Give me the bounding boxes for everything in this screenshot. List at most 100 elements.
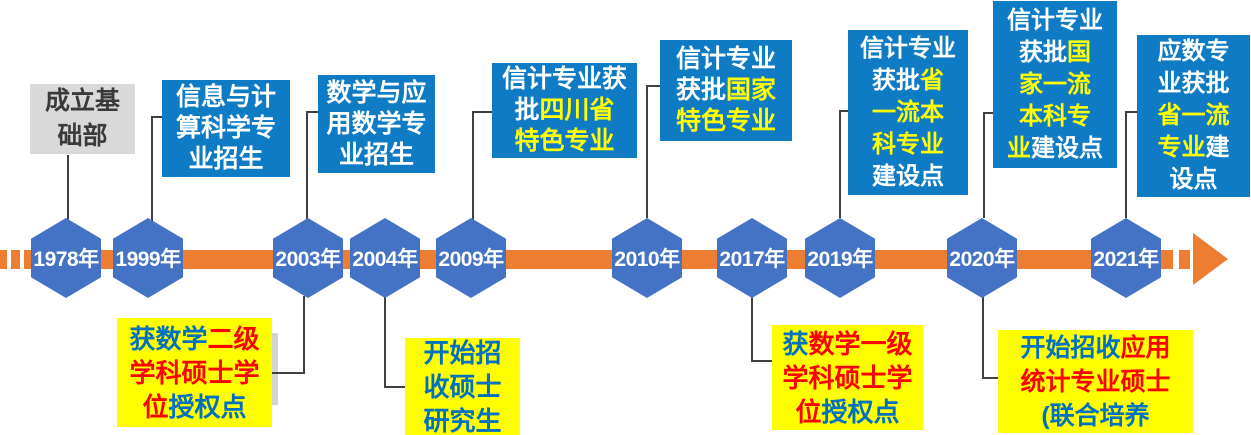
year-label: 1978年 xyxy=(33,248,99,271)
connector-stub-2004-bottom xyxy=(384,386,407,388)
event-box-2021-applied-math-first-class: 应数专业获批省一流专业建设点 xyxy=(1137,35,1250,197)
text-line: 础部 xyxy=(57,122,108,150)
milestone-box-2020-applied-statistics: 开始招收应用统计专业硕士 (联合培养 xyxy=(998,330,1193,433)
timeline-end-dash xyxy=(1179,250,1190,269)
text-line: 获批国家 xyxy=(675,76,777,104)
text-line: 特色专业 xyxy=(514,127,615,155)
timeline-start-dash xyxy=(0,250,7,269)
text-line: 信息与计 xyxy=(175,83,276,111)
connector-stub-2020-bottom xyxy=(982,377,1000,379)
text-line: 数学与应 xyxy=(326,78,427,107)
event-box-1978-founding: 成立基础部 xyxy=(30,84,135,154)
text-line: (联合培养 xyxy=(1041,401,1150,430)
year-label: 2010年 xyxy=(614,248,680,271)
connector-2020-bottom xyxy=(982,296,984,379)
text-line: 业建设点 xyxy=(1007,134,1103,162)
text-line: 开始招收应用 xyxy=(1020,333,1171,362)
event-box-2010-national-specialty: 信计专业获批国家特色专业 xyxy=(660,40,792,141)
timeline-start-dash xyxy=(24,250,33,269)
year-label: 2004年 xyxy=(352,248,418,271)
timeline-node-2020: 2020年 xyxy=(947,218,1017,298)
connector-stub-1999 xyxy=(151,116,164,118)
event-box-2020-national-first-class: 信计专业获批国家一流本科专业建设点 xyxy=(993,1,1117,168)
text-line: 专业建 xyxy=(1157,134,1230,161)
connector-stub-2017-bottom xyxy=(751,360,774,362)
text-line: 获批国 xyxy=(1019,38,1091,66)
connector-2003-bottom xyxy=(303,296,305,374)
connector-2020-top xyxy=(983,113,985,218)
text-line: 学科硕士学 xyxy=(782,362,913,393)
timeline-node-2010: 2010年 xyxy=(612,218,682,298)
connector-stub-2010 xyxy=(646,85,662,87)
text-line: 一流本 xyxy=(872,98,944,126)
year-label: 2021年 xyxy=(1093,248,1159,271)
connector-2019 xyxy=(839,111,841,218)
text-line: 业获批 xyxy=(1157,70,1230,97)
text-line: 获数学一级 xyxy=(782,328,913,359)
text-line: 信计专业 xyxy=(675,45,776,73)
connector-2010 xyxy=(646,86,648,218)
text-line: 本科专 xyxy=(1019,102,1091,130)
timeline-node-2021: 2021年 xyxy=(1091,218,1161,298)
timeline-node-2009: 2009年 xyxy=(436,218,506,298)
text-line: 算科学专 xyxy=(175,114,276,142)
event-box-2009-sichuan-specialty: 信计专业获批四川省特色专业 xyxy=(492,63,637,158)
text-line: 开始招 xyxy=(423,337,502,368)
box-shadow-strip xyxy=(272,333,278,405)
text-line: 统计专业硕士 xyxy=(1020,367,1171,396)
connector-2017-bottom xyxy=(751,296,753,362)
text-line: 用数学专 xyxy=(326,109,427,138)
timeline-node-2003: 2003年 xyxy=(273,218,343,298)
text-line: 学科硕士学 xyxy=(129,357,260,388)
text-line: 业招生 xyxy=(338,140,414,169)
event-box-1999-info-computing: 信息与计算科学专业招生 xyxy=(162,80,290,177)
year-label: 2020年 xyxy=(949,248,1015,271)
text-line: 设点 xyxy=(1169,166,1218,193)
connector-1999 xyxy=(151,117,153,222)
connector-stub-2003-bottom xyxy=(272,372,305,374)
event-box-2003-applied-math: 数学与应用数学专业招生 xyxy=(318,75,435,173)
text-line: 批四川省 xyxy=(514,96,615,124)
text-line: 信计专业获 xyxy=(501,65,627,93)
connector-1978 xyxy=(67,155,69,222)
text-line: 信计专业 xyxy=(1007,6,1103,34)
year-label: 2009年 xyxy=(438,248,504,271)
text-line: 研究生 xyxy=(423,405,502,435)
connector-stub-2019 xyxy=(839,110,850,112)
text-line: 科专业 xyxy=(872,130,944,158)
connector-stub-2021 xyxy=(1125,111,1139,113)
connector-2003-top xyxy=(306,112,308,222)
text-line: 省一流 xyxy=(1157,102,1230,129)
year-label: 1999年 xyxy=(115,248,181,271)
milestone-box-2017-first-level-masters: 获数学一级学科硕士学位授权点 xyxy=(772,325,923,430)
connector-stub-2003-top xyxy=(306,111,320,113)
text-line: 特色专业 xyxy=(675,107,776,135)
text-line: 信计专业 xyxy=(860,34,956,62)
event-box-2019-provincial-first-class: 信计专业获批省一流本科专业建设点 xyxy=(848,30,968,195)
timeline-node-1978: 1978年 xyxy=(31,218,101,298)
text-line: 应数专 xyxy=(1157,38,1230,65)
timeline-start-dash xyxy=(11,250,20,269)
text-line: 位授权点 xyxy=(795,396,900,427)
timeline-node-2004: 2004年 xyxy=(350,218,420,298)
connector-2009 xyxy=(472,112,474,222)
year-label: 2003年 xyxy=(275,248,341,271)
year-label: 2019年 xyxy=(807,248,873,271)
year-label: 2017年 xyxy=(719,248,785,271)
connector-stub-2020-top xyxy=(983,112,995,114)
connector-2004-bottom xyxy=(384,296,386,388)
text-line: 建设点 xyxy=(872,162,944,190)
connector-2021 xyxy=(1125,112,1127,218)
timeline-node-2017: 2017年 xyxy=(717,218,787,298)
text-line: 业招生 xyxy=(188,145,264,173)
text-line: 收硕士 xyxy=(423,371,502,402)
connector-stub-2009 xyxy=(472,111,494,113)
text-line: 家一流 xyxy=(1019,70,1091,98)
text-line: 成立基 xyxy=(44,87,120,115)
timeline-node-2019: 2019年 xyxy=(805,218,875,298)
timeline-arrowhead-icon xyxy=(1193,233,1228,285)
text-line: 位授权点 xyxy=(142,391,247,422)
milestone-box-2004-graduate-enrollment: 开始招收硕士研究生 xyxy=(405,338,520,435)
text-line: 获数学二级 xyxy=(129,323,260,354)
